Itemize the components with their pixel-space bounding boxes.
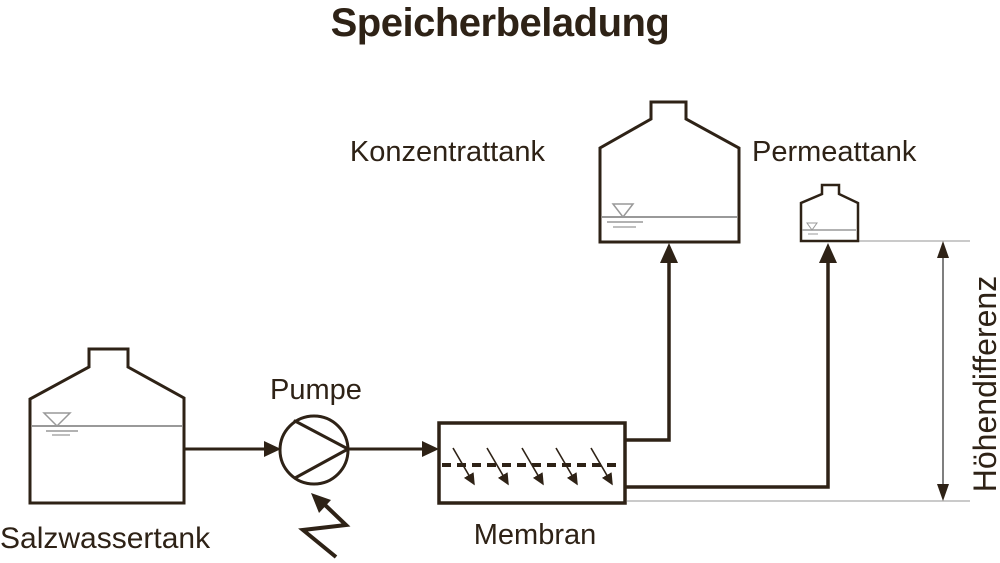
permeattank-shape [799, 183, 860, 243]
membran-label: Membran [473, 519, 597, 551]
permeattank-label: Permeattank [752, 136, 917, 168]
salzwassertank-shape [28, 347, 186, 505]
height-difference-dimension-arrow [937, 241, 949, 501]
feed-line-arrow [184, 441, 281, 457]
water-level-icon [42, 412, 78, 436]
membrane-shape [437, 421, 627, 505]
pump-icon [278, 414, 350, 486]
concentrate-pipe-arrow [625, 243, 678, 442]
permeate-pipe-arrow [625, 243, 837, 489]
pumpe-label: Pumpe [270, 374, 362, 406]
permeate-flux-arrows [452, 447, 613, 486]
diagram-title: Speicherbeladung [330, 1, 670, 45]
water-level-icon [607, 203, 643, 228]
pump-outlet-arrow [348, 441, 439, 457]
konzentrattank-label: Konzentrattank [349, 136, 545, 168]
water-level-icon [806, 222, 818, 235]
salzwassertank-label: Salzwassertank [0, 522, 211, 555]
power-flash-arrow-icon [298, 493, 351, 559]
hoehendifferenz-label: Höhendifferenz [967, 275, 1000, 493]
konzentrattank-shape [598, 100, 741, 244]
